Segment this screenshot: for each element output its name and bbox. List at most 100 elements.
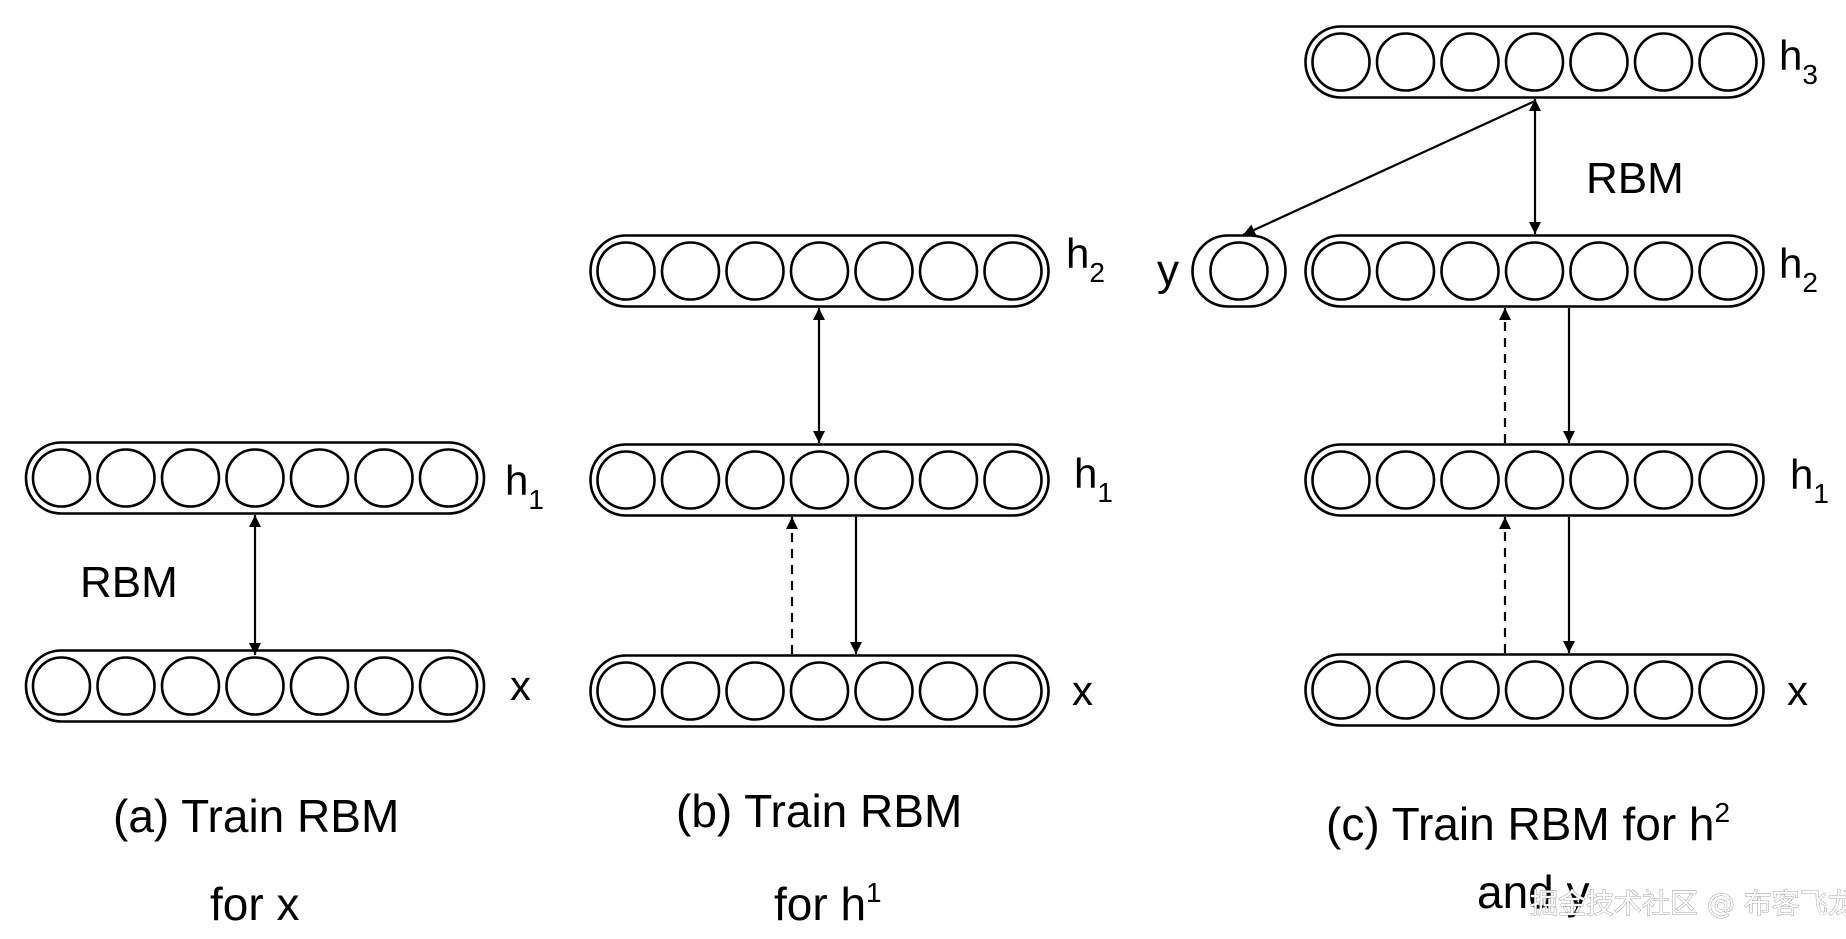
layer-c-h1 bbox=[1304, 443, 1765, 517]
unit-node bbox=[1440, 660, 1500, 720]
layer-label-c-x: x bbox=[1787, 667, 1808, 714]
unit-node bbox=[1698, 660, 1758, 720]
caption-a-line2: for x bbox=[210, 878, 299, 930]
unit-node bbox=[1504, 450, 1565, 510]
layer-a-x bbox=[24, 649, 486, 723]
unit-node bbox=[96, 448, 156, 508]
unit-node bbox=[1569, 450, 1629, 510]
unit-node bbox=[160, 448, 221, 508]
unit-node bbox=[1504, 660, 1565, 720]
unit-node bbox=[289, 656, 350, 716]
panel-a-labels: h1 x RBM bbox=[80, 457, 544, 709]
unit-node bbox=[1440, 32, 1500, 92]
layer-label-a-h1: h1 bbox=[505, 457, 544, 515]
unit-node bbox=[660, 450, 721, 510]
layer-c-h2 bbox=[1304, 234, 1765, 308]
caption-c-line1: (c) Train RBM for h2 bbox=[1326, 797, 1730, 850]
layer-c-y bbox=[1191, 234, 1287, 308]
unit-node bbox=[31, 656, 92, 716]
unit-node bbox=[418, 448, 479, 508]
unit-node bbox=[1633, 241, 1694, 301]
layer-capsule bbox=[589, 443, 1050, 517]
rbm-label-a: RBM bbox=[80, 558, 178, 607]
layer-label-c-h1: h1 bbox=[1790, 451, 1829, 509]
unit-node bbox=[1375, 241, 1436, 301]
layer-label-c-h3: h3 bbox=[1779, 32, 1818, 90]
unit-node bbox=[1375, 450, 1436, 510]
unit-node bbox=[418, 656, 479, 716]
layer-capsule bbox=[589, 654, 1050, 728]
layer-capsule bbox=[1304, 443, 1765, 517]
unit-node bbox=[789, 241, 850, 301]
layer-c-x bbox=[1304, 653, 1765, 727]
unit-node bbox=[354, 656, 414, 716]
unit-node bbox=[225, 656, 285, 716]
unit-node bbox=[918, 661, 979, 721]
unit-node bbox=[1375, 660, 1436, 720]
unit-node bbox=[596, 661, 656, 721]
unit-node bbox=[1311, 241, 1371, 301]
arrow-c-h3-y bbox=[1242, 100, 1536, 236]
unit-node bbox=[918, 241, 979, 301]
unit-node bbox=[1569, 660, 1629, 720]
unit-node bbox=[854, 450, 914, 510]
unit-node bbox=[1504, 241, 1565, 301]
unit-node bbox=[225, 448, 285, 508]
unit-node bbox=[983, 450, 1043, 510]
layer-label-a-x: x bbox=[510, 662, 531, 709]
unit-node bbox=[725, 661, 785, 721]
unit-node bbox=[918, 450, 979, 510]
layer-capsule bbox=[1304, 653, 1765, 727]
layer-label-b-x: x bbox=[1072, 667, 1093, 714]
layer-capsule bbox=[24, 441, 486, 515]
unit-node bbox=[660, 241, 721, 301]
unit-node bbox=[160, 656, 221, 716]
layers-group bbox=[24, 25, 1765, 728]
caption-b-line1: (b) Train RBM bbox=[676, 785, 962, 837]
rbm-label-c: RBM bbox=[1586, 154, 1684, 203]
layer-c-h3 bbox=[1304, 25, 1765, 99]
layer-b-h2 bbox=[589, 234, 1050, 308]
unit-node bbox=[1504, 32, 1565, 92]
unit-node bbox=[1633, 450, 1694, 510]
unit-node bbox=[725, 241, 785, 301]
layer-label-b-h2: h2 bbox=[1066, 230, 1105, 288]
unit-node bbox=[596, 241, 656, 301]
unit-node bbox=[596, 450, 656, 510]
layer-label-c-y: y bbox=[1157, 246, 1179, 295]
unit-node bbox=[725, 450, 785, 510]
unit-node bbox=[31, 448, 92, 508]
unit-node bbox=[1440, 450, 1500, 510]
unit-node bbox=[1209, 241, 1269, 301]
unit-node bbox=[1698, 32, 1758, 92]
panel-b-labels: h2 h1 x bbox=[1066, 230, 1113, 714]
unit-node bbox=[789, 450, 850, 510]
arrows-group bbox=[249, 99, 1575, 655]
unit-node bbox=[1698, 241, 1758, 301]
layer-b-h1 bbox=[589, 443, 1050, 517]
layer-a-h1 bbox=[24, 441, 486, 515]
unit-node bbox=[854, 661, 914, 721]
panel-c-labels: h3 h2 h1 x y RBM bbox=[1157, 32, 1829, 714]
unit-node bbox=[1311, 32, 1371, 92]
unit-node bbox=[1311, 660, 1371, 720]
layer-capsule bbox=[1304, 234, 1765, 308]
captions: (a) Train RBM for x (b) Train RBM for h1… bbox=[113, 785, 1846, 930]
unit-node bbox=[354, 448, 414, 508]
unit-node bbox=[1569, 241, 1629, 301]
unit-node bbox=[289, 448, 350, 508]
layer-capsule bbox=[1304, 25, 1765, 99]
layer-capsule bbox=[24, 649, 486, 723]
layer-capsule bbox=[589, 234, 1050, 308]
unit-node bbox=[1633, 32, 1694, 92]
layer-label-c-h2: h2 bbox=[1779, 240, 1818, 298]
caption-b-line2: for h1 bbox=[774, 877, 882, 930]
unit-node bbox=[1440, 241, 1500, 301]
layer-b-x bbox=[589, 654, 1050, 728]
unit-node bbox=[1633, 660, 1694, 720]
layer-label-b-h1: h1 bbox=[1074, 450, 1113, 508]
unit-node bbox=[1569, 32, 1629, 92]
caption-c-line2: and y bbox=[1477, 866, 1590, 918]
unit-node bbox=[983, 241, 1043, 301]
